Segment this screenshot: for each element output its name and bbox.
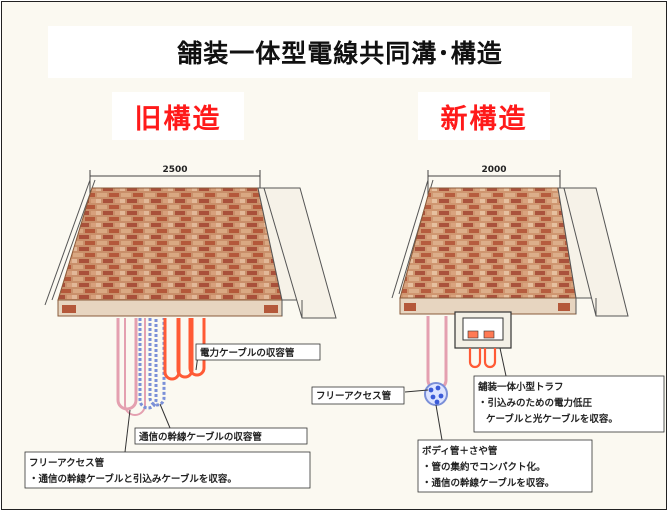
old-width-label: 2500	[162, 165, 187, 175]
new-structure-label: 新構造	[440, 103, 528, 135]
old-blue-pipe-1	[138, 318, 158, 410]
old-paving-surface	[57, 187, 283, 301]
new-trough-desc-2: ケーブルと光ケーブルを収容。	[486, 413, 618, 425]
new-leader-lines	[404, 347, 507, 441]
old-road-edge-left	[44, 179, 96, 306]
old-power-callout-box	[195, 343, 321, 361]
new-free-access-callout-box	[311, 386, 405, 405]
new-trough-desc-1: ・引込みのための電力低圧	[478, 397, 593, 409]
old-slab-brick-left	[62, 305, 76, 313]
old-red-pipe-3	[188, 318, 206, 377]
new-body-desc-2: ・通信の幹線ケーブルを収容。	[422, 477, 554, 489]
old-paving-slab	[57, 299, 283, 317]
old-pink-pipe-1	[116, 318, 138, 411]
new-curb	[557, 187, 629, 317]
old-free-access-callout-box	[24, 451, 311, 489]
title-banner: 舗装一体型電線共同溝･構造	[48, 26, 632, 78]
new-slab-brick-right	[558, 303, 570, 311]
old-structure-label-box: 旧構造	[112, 92, 244, 140]
old-structure-diagram: 2500	[24, 165, 337, 489]
new-trough-callout-box	[473, 375, 665, 433]
old-blue-pipe-2	[148, 318, 166, 407]
old-power-callout: 電力ケーブルの収容管	[200, 347, 295, 359]
new-structure-diagram: 2000	[311, 165, 665, 493]
old-trunk-callout: 通信の幹線ケーブルの収容管	[139, 431, 262, 443]
new-pink-pipe	[426, 316, 448, 391]
old-pipes	[116, 318, 206, 416]
new-body-callout-box	[417, 439, 593, 493]
new-body-desc-1: ・管の集約でコンパクト化。	[422, 461, 546, 473]
old-trunk-callout-box	[134, 427, 308, 445]
new-paving-surface	[399, 187, 577, 299]
new-trough-title: 舗装一体小型トラフ	[477, 381, 564, 393]
old-free-access-title: フリーアクセス管	[29, 457, 105, 469]
new-pipes	[424, 316, 448, 406]
slide-title: 舗装一体型電線共同溝･構造	[177, 39, 503, 68]
old-slab-brick-right	[264, 305, 278, 313]
new-slab-brick-left	[404, 303, 416, 311]
new-trough	[454, 311, 512, 369]
new-body-title: ボディ管＋さや管	[422, 445, 498, 457]
new-structure-label-box: 新構造	[418, 92, 550, 140]
new-width-label: 2000	[481, 165, 506, 175]
old-structure-label: 旧構造	[134, 103, 222, 135]
old-free-access-desc: ・通信の幹線ケーブルと引込みケーブルを収容。	[29, 473, 237, 485]
old-curb	[257, 187, 337, 319]
new-free-access-callout: フリーアクセス管	[316, 390, 392, 402]
